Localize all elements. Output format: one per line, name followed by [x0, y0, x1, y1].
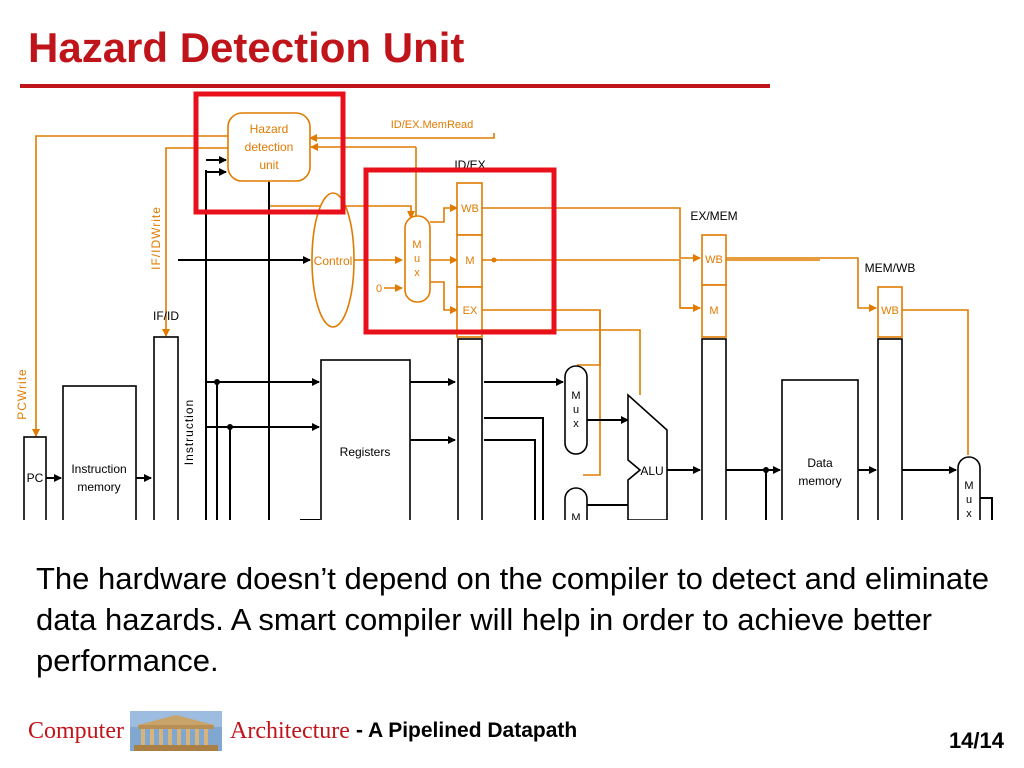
register-file-label: Registers: [340, 445, 391, 459]
exmem-m-label: M: [709, 305, 718, 317]
footer-subtitle: - A Pipelined Datapath: [355, 719, 578, 742]
idex-ex-label: EX: [463, 305, 478, 317]
mux-a-u: u: [573, 404, 579, 416]
memwb-wb-label: WB: [881, 305, 899, 317]
dmem-label-1: Data: [807, 456, 833, 470]
mux-a-x: x: [573, 418, 579, 430]
pc-label: PC: [27, 471, 44, 485]
hazard-unit-line2: detection: [245, 140, 294, 154]
footer-word-computer: Computer: [28, 717, 124, 744]
exmem-label: EX/MEM: [690, 209, 737, 223]
hazard-unit-line1: Hazard: [250, 122, 289, 136]
control-mux-u: u: [414, 253, 420, 265]
ifid-register: [153, 336, 179, 520]
title-underline: [20, 84, 770, 88]
wb-mux-m: M: [964, 480, 973, 492]
imem-label-2: memory: [77, 480, 120, 494]
hazard-unit-line3: unit: [259, 158, 279, 172]
writeback-mux: [957, 456, 981, 520]
memwb-wb-field: [877, 286, 903, 338]
ifid-label: IF/ID: [153, 309, 179, 323]
alu: [627, 393, 668, 520]
instruction-bus-label: Instruction: [182, 399, 196, 465]
data-memory: [781, 379, 859, 520]
exmem-register: [701, 338, 727, 520]
idex-wb-label: WB: [461, 203, 479, 215]
pc-register: [23, 436, 47, 520]
ifidwrite-signal-label: IF/IDWrite: [149, 206, 163, 270]
exmem-wb-label: WB: [705, 254, 723, 266]
datapath-wiring: [46, 156, 993, 520]
dmem-label-2: memory: [798, 474, 841, 488]
footer: Computer Architecture - A Pipelined Data…: [28, 711, 577, 751]
instruction-memory: [62, 385, 137, 520]
control-mux: [404, 215, 431, 303]
register-file: [320, 359, 411, 520]
pcwrite-signal-label: PCWrite: [15, 368, 29, 419]
control-unit: [311, 192, 355, 328]
idex-register: [457, 338, 483, 520]
memread-signal-label: ID/EX.MemRead: [391, 119, 474, 131]
slide-title: Hazard Detection Unit: [28, 24, 465, 71]
control-unit-label: Control: [314, 254, 353, 268]
pipeline-diagram: Hazard detection unit Control M u x 0 WB…: [0, 88, 1024, 520]
idex-ex-field: [456, 286, 483, 338]
idex-m-label: M: [465, 255, 474, 267]
memwb-label: MEM/WB: [865, 261, 916, 275]
mux-a-m: M: [571, 390, 580, 402]
mux-b-m: M: [571, 512, 580, 520]
alu-label: ALU: [640, 464, 663, 478]
hazard-unit-highlight: [193, 91, 346, 215]
wb-mux-u: u: [966, 494, 972, 506]
page-number: 14/14: [948, 728, 1004, 753]
zero-constant: 0: [376, 283, 382, 295]
footer-word-architecture: Architecture: [230, 717, 350, 744]
control-mux-highlight: [363, 167, 557, 335]
parthenon-image: [130, 711, 222, 751]
alu-input-mux-b: [564, 487, 588, 520]
slide-body-text: The hardware doesn’t depend on the compi…: [36, 561, 989, 678]
hazard-detection-unit: [227, 112, 311, 182]
alu-input-mux-a: [564, 365, 588, 455]
control-mux-m: M: [412, 239, 421, 251]
wb-mux-x: x: [966, 508, 972, 520]
exmem-m-field: [701, 284, 727, 338]
memwb-register: [877, 338, 903, 520]
imem-label-1: Instruction: [71, 462, 126, 476]
control-mux-x: x: [414, 267, 420, 279]
